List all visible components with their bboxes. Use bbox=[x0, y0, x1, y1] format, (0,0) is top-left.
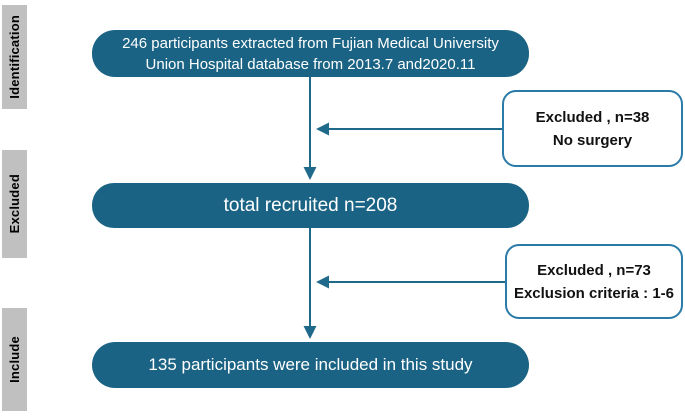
node-identification-line1: 246 participants extracted from Fujian M… bbox=[122, 34, 499, 52]
node-identification-line2: Union Hospital database from 2013.7 and2… bbox=[145, 55, 476, 73]
box-exclusion-1-line1: Excluded , n=38 bbox=[535, 108, 650, 126]
stage-label-include: Include bbox=[2, 308, 27, 411]
stage-label-identification-text: Identification bbox=[7, 15, 22, 99]
node-included: 135 participants were included in this s… bbox=[92, 342, 529, 388]
box-exclusion-2: Excluded , n=73 Exclusion criteria : 1-6 bbox=[505, 244, 683, 319]
node-identification: 246 participants extracted from Fujian M… bbox=[92, 30, 529, 77]
node-recruited-text: total recruited n=208 bbox=[223, 194, 398, 216]
box-exclusion-1-line2: No surgery bbox=[552, 131, 633, 149]
node-included-text: 135 participants were included in this s… bbox=[148, 355, 473, 374]
stage-label-excluded: Excluded bbox=[2, 150, 27, 258]
stage-label-excluded-text: Excluded bbox=[7, 174, 22, 234]
stage-label-include-text: Include bbox=[7, 336, 22, 383]
node-recruited: total recruited n=208 bbox=[92, 183, 529, 228]
box-exclusion-1: Excluded , n=38 No surgery bbox=[502, 90, 683, 167]
stage-label-identification: Identification bbox=[2, 5, 27, 109]
box-exclusion-2-line2: Exclusion criteria : 1-6 bbox=[513, 284, 675, 302]
box-exclusion-2-line1: Excluded , n=73 bbox=[537, 261, 651, 279]
